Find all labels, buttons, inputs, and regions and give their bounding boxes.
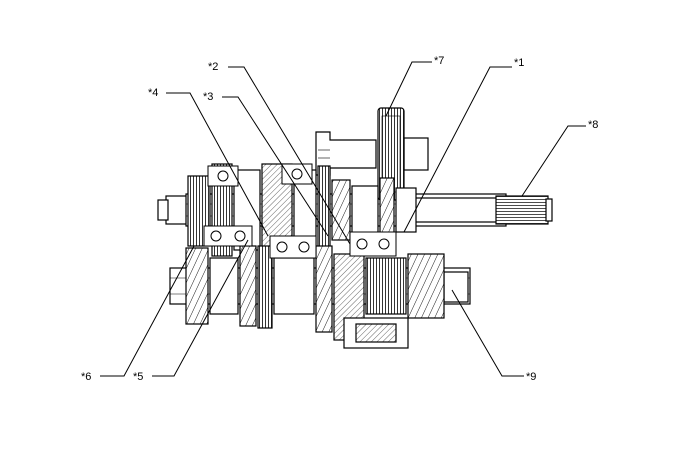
leader-4 xyxy=(166,92,269,237)
gear-4th-drive xyxy=(317,165,331,255)
callout-5: *5 xyxy=(133,371,143,383)
synchro-details xyxy=(203,163,397,259)
leader-5 xyxy=(152,239,249,377)
callout-7: *7 xyxy=(434,55,444,67)
leader-1 xyxy=(403,66,512,233)
input-shaft-right-end xyxy=(413,197,505,223)
callout-labels: *1 *2 *3 *4 *5 *6 *7 *8 *9 xyxy=(81,55,598,383)
leader-8 xyxy=(521,125,586,197)
leader-9 xyxy=(451,289,524,377)
shaft-spline-end xyxy=(495,195,549,225)
gear-1st-driven xyxy=(185,247,209,325)
callout-1: *1 xyxy=(514,57,524,69)
callout-8: *8 xyxy=(588,119,598,131)
callout-9: *9 xyxy=(526,371,536,383)
leader-6 xyxy=(100,245,195,377)
callout-4: *4 xyxy=(148,87,158,99)
leader-3 xyxy=(222,96,329,237)
gear-3rd-driven xyxy=(315,245,333,333)
callout-2: *2 xyxy=(208,61,218,73)
final-drive-gear xyxy=(407,253,445,319)
leader-2 xyxy=(228,66,351,245)
callout-3: *3 xyxy=(203,91,213,103)
lower-gear-stack xyxy=(185,245,445,349)
input-shaft-left-end xyxy=(165,195,189,225)
leader-7 xyxy=(385,61,432,117)
gear-2nd-driven xyxy=(239,245,257,327)
callout-6: *6 xyxy=(81,371,91,383)
callout-leaders xyxy=(100,61,586,377)
reverse-idler-shaft xyxy=(315,131,429,176)
gear-5th-drive xyxy=(331,179,351,241)
